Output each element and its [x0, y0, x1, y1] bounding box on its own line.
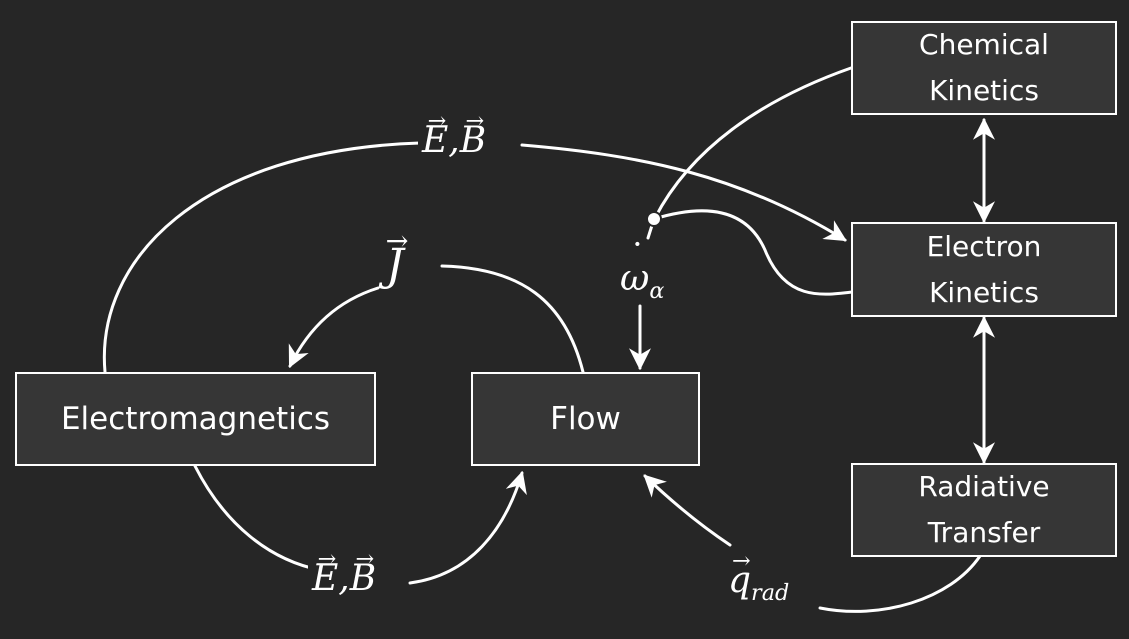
electromagnetics-box: Electromagnetics: [15, 372, 376, 466]
chemical-to-source-curve: [653, 66, 853, 220]
current-arrow-to-electromagnetics: [288, 286, 380, 368]
source-label: ωα: [616, 258, 668, 304]
current-label: J: [382, 240, 408, 291]
electron-kinetics-box: Electron Kinetics: [851, 222, 1117, 317]
heat-link: [645, 476, 982, 613]
flow-box: Flow: [471, 372, 700, 466]
field-link-top: [102, 141, 845, 374]
field-link-bottom: [193, 466, 522, 585]
field-label-bottom: E,B: [308, 558, 381, 599]
field-label-top: E,B: [418, 120, 491, 161]
electron-loop-curve: [652, 209, 854, 296]
heat-label: qrad: [724, 560, 794, 606]
current-loop-right: [440, 264, 585, 374]
radiative-transfer-box: Radiative Transfer: [851, 463, 1117, 557]
chemical-kinetics-box: Chemical Kinetics: [851, 21, 1117, 115]
